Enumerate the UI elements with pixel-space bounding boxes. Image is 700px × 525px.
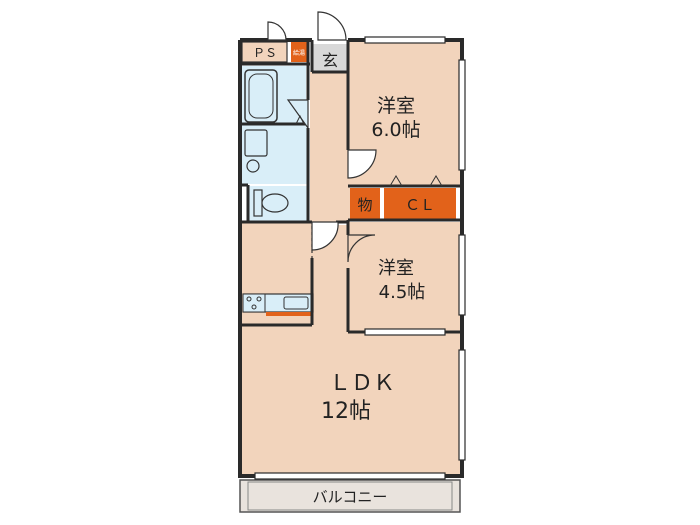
pipe-space-label: ＰＳ — [253, 46, 277, 60]
ldk-name: ＬＤＫ — [329, 371, 395, 396]
washbasin — [244, 129, 268, 157]
kitchen-counter-edge — [266, 312, 313, 316]
ldk-size: 12帖 — [321, 399, 371, 424]
closet-door-marks — [295, 114, 443, 187]
storage-box — [350, 188, 380, 220]
kitchen-sink — [283, 296, 309, 310]
western-room-1-name: 洋室 — [377, 95, 415, 117]
storage-label: 物 — [357, 196, 372, 214]
toilet-tank — [253, 189, 263, 217]
western-room-2-floor — [348, 222, 460, 332]
door-swings — [267, 11, 377, 263]
water-heater — [291, 42, 307, 62]
entrance-label: 玄 — [322, 51, 338, 70]
closet-box — [384, 188, 456, 220]
stove-burner-3 — [251, 304, 257, 310]
western-room-1-size: 6.0帖 — [371, 119, 420, 141]
balcony-label: バルコニー — [313, 488, 388, 506]
washbasin-bowl — [246, 159, 260, 173]
water-heater-label: 給湯 — [293, 49, 305, 57]
western-room-2-name: 洋室 — [378, 258, 414, 279]
stove-burner-1 — [246, 296, 252, 302]
bathtub-inner — [248, 73, 274, 119]
toilet-bowl — [261, 193, 289, 213]
entrance-floor — [312, 44, 348, 72]
closet-label: ＣＬ — [405, 196, 435, 214]
hallway-floor — [310, 72, 350, 222]
stove — [242, 293, 266, 313]
stove-burner-2 — [256, 296, 262, 302]
windows — [254, 36, 466, 480]
western-room-2-size: 4.5帖 — [379, 282, 426, 303]
balcony-inner — [247, 481, 453, 511]
